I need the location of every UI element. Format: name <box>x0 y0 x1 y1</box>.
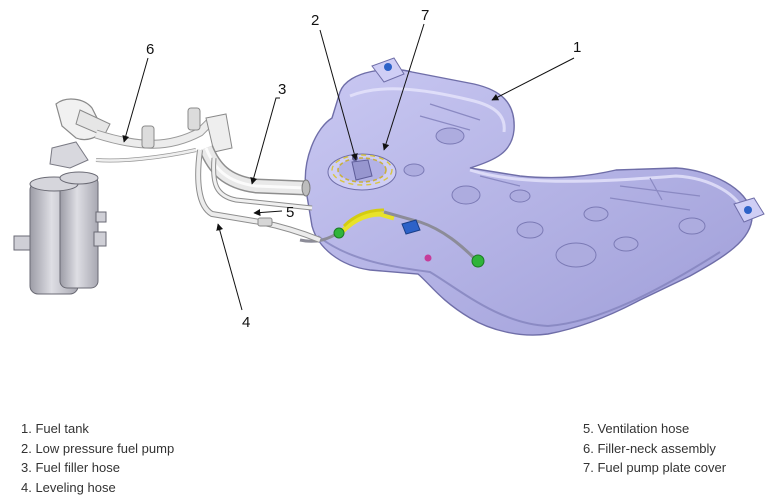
leader-lines <box>122 23 575 311</box>
leader-5 <box>253 209 283 217</box>
leveling-hose <box>195 149 322 243</box>
callout-2: 2 <box>311 12 319 29</box>
green-connector-right <box>471 254 485 268</box>
legend-left-column: 1. Fuel tank 2. Low pressure fuel pump 3… <box>21 419 174 497</box>
callout-7: 7 <box>421 7 429 24</box>
callout-5: 5 <box>286 204 294 221</box>
blue-connector <box>401 219 421 235</box>
magenta-connector <box>424 254 432 262</box>
callout-3: 3 <box>278 81 286 98</box>
canister <box>13 141 107 295</box>
green-connector-left <box>333 227 345 239</box>
legend-right-column: 5. Ventilation hose 6. Filler-neck assem… <box>583 419 726 478</box>
ventilation-hose <box>211 157 313 211</box>
callout-4: 4 <box>242 314 250 331</box>
legend-item-fuel-filler-hose: 3. Fuel filler hose <box>21 460 120 475</box>
leader-2 <box>319 29 358 161</box>
legend-item-ventilation-hose: 5. Ventilation hose <box>583 421 690 436</box>
legend-item-filler-neck-assembly: 6. Filler-neck assembly <box>583 440 716 456</box>
fuel-pump-plate-cover <box>331 154 393 186</box>
legend-item-fuel-pump-plate-cover: 7. Fuel pump plate cover <box>583 460 727 475</box>
callout-1: 1 <box>573 39 581 56</box>
legend-item-leveling-hose: 4. Leveling hose <box>21 479 116 495</box>
filler-neck-assembly <box>55 98 233 163</box>
leader-1 <box>491 57 575 101</box>
fuel-filler-hose <box>199 145 311 197</box>
legend-item-fuel-tank: 1. Fuel tank <box>21 421 89 436</box>
fuel-tank <box>304 57 765 336</box>
legend-item-low-pressure-fuel-pump: 2. Low pressure fuel pump <box>21 440 175 456</box>
fuel-system-diagram: 1 2 3 4 5 6 7 <box>13 7 765 336</box>
leader-6 <box>122 57 149 143</box>
leader-4 <box>216 223 243 311</box>
callout-6: 6 <box>146 41 154 58</box>
leader-7 <box>382 23 425 151</box>
leader-3 <box>250 97 280 185</box>
